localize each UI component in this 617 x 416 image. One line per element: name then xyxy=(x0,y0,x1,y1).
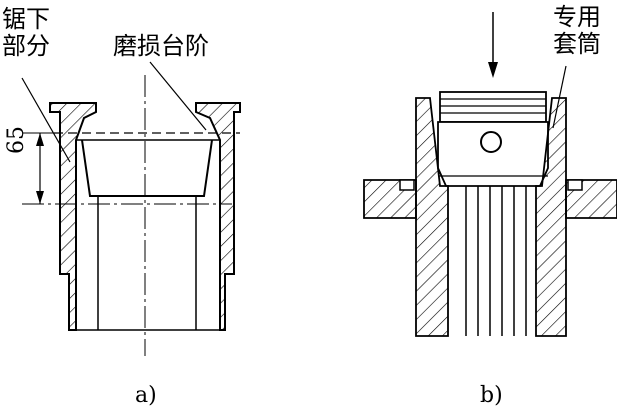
sleeve-left xyxy=(415,97,449,337)
sleeve-right xyxy=(535,97,567,337)
leader-worn-step xyxy=(149,61,207,131)
figure-a xyxy=(21,61,241,356)
leader-saw-part xyxy=(21,77,71,163)
label-worn-step: 磨损台阶 xyxy=(113,32,209,60)
liner-left-wall xyxy=(49,102,97,331)
figure-b xyxy=(363,12,617,337)
label-special-sleeve-1: 专用 xyxy=(553,3,601,31)
dimension-label: 65 xyxy=(4,126,29,154)
caption-a: a) xyxy=(135,383,157,408)
label-saw-part-2: 部分 xyxy=(2,32,50,60)
piston-pin-hole xyxy=(480,131,502,153)
label-special-sleeve-2: 套筒 xyxy=(553,30,601,58)
worn-step-taper xyxy=(81,139,213,197)
label-saw-part-1: 锯下 xyxy=(2,5,50,33)
liner-right-wall xyxy=(195,102,241,331)
leader-special-sleeve xyxy=(552,65,567,129)
caption-b: b) xyxy=(480,383,503,408)
